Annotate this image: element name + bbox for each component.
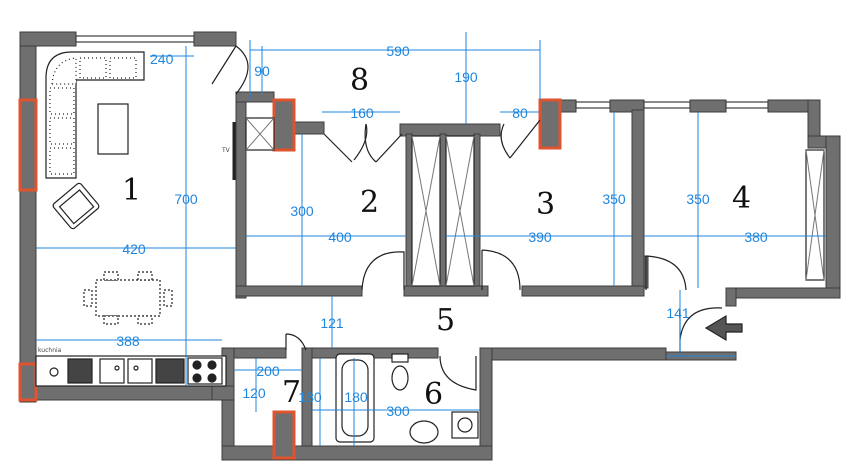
door-room3-top	[500, 119, 541, 159]
wall-closet-bottom	[403, 285, 489, 297]
door-bath	[439, 355, 477, 391]
door-room4	[645, 255, 687, 291]
dim-121: 121	[320, 315, 344, 331]
room-numbers: 1 2 3 4 5 6 7 8	[122, 63, 751, 412]
dim-240: 240	[150, 51, 174, 67]
wall-room1-room2	[235, 91, 247, 299]
kitchen-label: kuchnia	[38, 347, 62, 354]
room-number-2: 2	[360, 185, 379, 220]
wall-room3-bottom	[521, 285, 645, 297]
room-number-7: 7	[282, 375, 301, 410]
chimney-wc	[272, 410, 296, 460]
wall-right	[825, 135, 841, 299]
room-number-8: 8	[350, 63, 369, 98]
dim-120: 120	[242, 385, 266, 401]
dim-141: 141	[666, 305, 690, 321]
chimney-room3	[538, 98, 562, 150]
wall-pier-2	[689, 99, 727, 113]
dim-380: 380	[744, 229, 768, 245]
room-number-5: 5	[436, 303, 455, 338]
wall-room2-bottom	[235, 285, 363, 297]
room-number-3: 3	[536, 187, 555, 222]
dim-180-right: 180	[344, 389, 368, 405]
wall-top-mid	[193, 31, 237, 47]
wall-kitchen-step	[211, 385, 235, 401]
window-top-living	[75, 35, 195, 43]
dim-190: 190	[454, 69, 478, 85]
bath-fixtures	[335, 353, 479, 444]
wall-room2-top-b	[293, 121, 325, 135]
coffee-table	[97, 103, 129, 155]
door-room2-b	[364, 123, 403, 163]
dim-200: 200	[256, 363, 280, 379]
wall-mid-top	[399, 123, 501, 137]
dimension-labels: 240 590 90 190 160 80 700 300 350 350 42…	[116, 43, 768, 419]
dining-table	[95, 279, 161, 317]
dim-350-room4: 350	[686, 191, 710, 207]
dim-420: 420	[122, 241, 146, 257]
window-room4a	[643, 101, 691, 109]
wall-hall-bottom-right	[479, 347, 667, 361]
chimney-living-left	[18, 98, 38, 192]
wall-pier-3	[767, 99, 809, 113]
wall-room2-top	[235, 91, 275, 103]
door-hall-top	[211, 45, 249, 95]
dim-80: 80	[512, 105, 528, 121]
dim-388: 388	[116, 333, 140, 349]
door-room3-bottom	[481, 249, 521, 291]
wall-entry-right	[725, 287, 737, 307]
dim-90: 90	[254, 63, 270, 79]
room-number-6: 6	[424, 377, 443, 412]
chimneys	[18, 98, 562, 460]
wall-right-step	[807, 99, 821, 141]
wall-room3-room4	[631, 109, 645, 289]
chimney-room2	[272, 98, 296, 152]
dimension-lines	[36, 32, 826, 446]
dim-300-bath: 300	[386, 403, 410, 419]
wall-kitchen-bottom	[19, 385, 227, 401]
dining-chairs	[83, 271, 173, 325]
room-number-4: 4	[732, 181, 751, 216]
sofa-cushions	[49, 57, 137, 175]
washbasin	[409, 420, 439, 444]
room-number-1: 1	[122, 173, 141, 208]
kitchen-counter	[35, 355, 227, 387]
dim-180-left: 180	[298, 389, 322, 405]
wall-bath-right	[479, 347, 493, 459]
dim-390: 390	[528, 229, 552, 245]
dim-300-room2: 300	[290, 203, 314, 219]
wall-closet-left	[405, 133, 413, 287]
toilet	[391, 365, 409, 391]
wall-top-left	[19, 31, 77, 47]
wall-room4-bottom	[725, 287, 841, 299]
dim-590: 590	[386, 43, 410, 59]
tv-label: TV	[221, 147, 231, 154]
dim-400: 400	[328, 229, 352, 245]
wall-closet-right	[473, 133, 481, 287]
entry-arrow-icon	[704, 314, 743, 342]
doors	[211, 45, 723, 391]
window-room4b	[725, 101, 769, 109]
closet-wardrobes	[245, 117, 825, 287]
door-room2-bottom	[361, 251, 405, 291]
door-wc	[285, 333, 307, 351]
armchair	[52, 182, 100, 230]
wall-left	[19, 31, 37, 403]
furniture: TV	[35, 51, 825, 444]
wall-bottom	[221, 445, 493, 461]
door-room2	[323, 123, 368, 163]
window-room3	[575, 101, 611, 109]
dim-160: 160	[350, 105, 374, 121]
dim-350-room3: 350	[602, 191, 626, 207]
dim-700: 700	[174, 191, 198, 207]
wall-closet-mid	[439, 133, 447, 287]
chimney-kitchen	[18, 362, 38, 402]
